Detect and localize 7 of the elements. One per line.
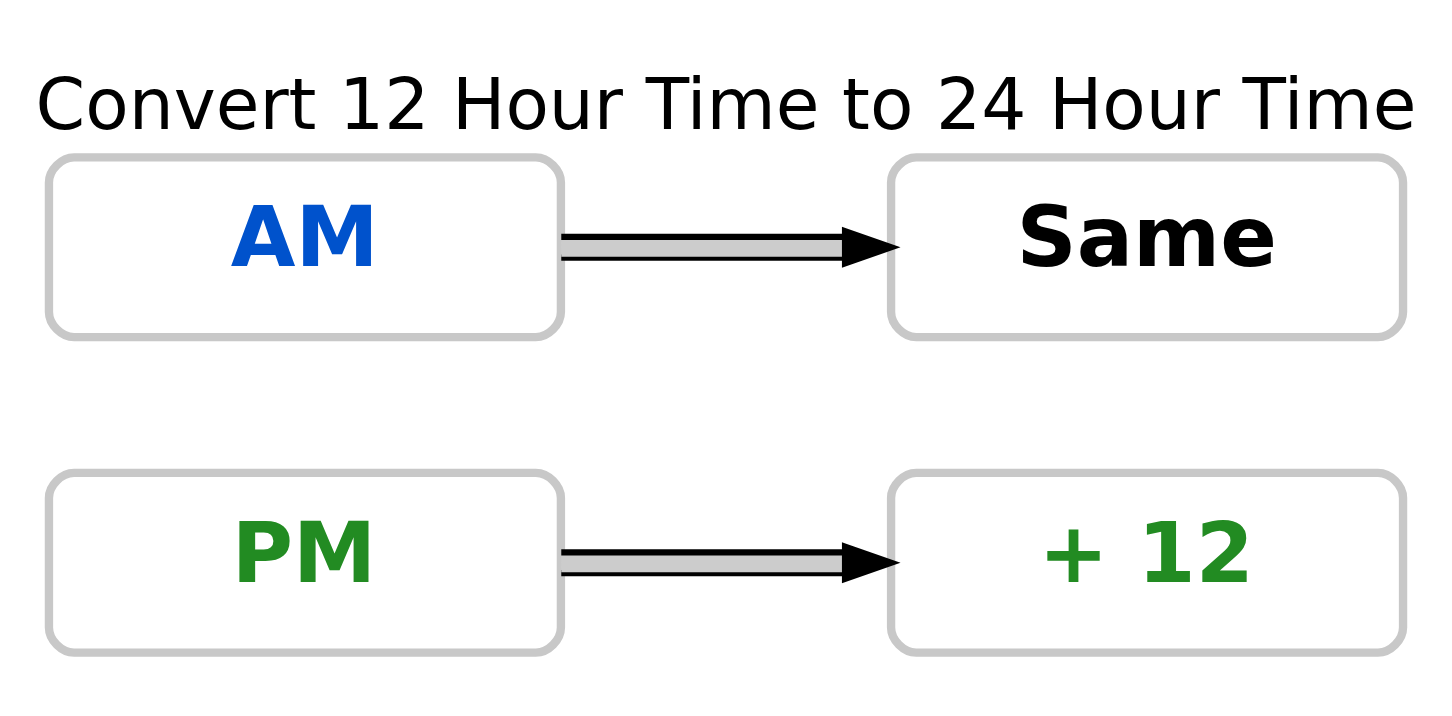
node-box: Same (886, 153, 1408, 342)
node-box: PM (44, 468, 566, 657)
node-box: AM (44, 153, 566, 342)
diagram-title: Convert 12 Hour Time to 24 Hour Time (35, 62, 1417, 146)
arrow (561, 542, 901, 584)
node-box: + 12 (886, 468, 1408, 657)
arrow (561, 226, 901, 268)
